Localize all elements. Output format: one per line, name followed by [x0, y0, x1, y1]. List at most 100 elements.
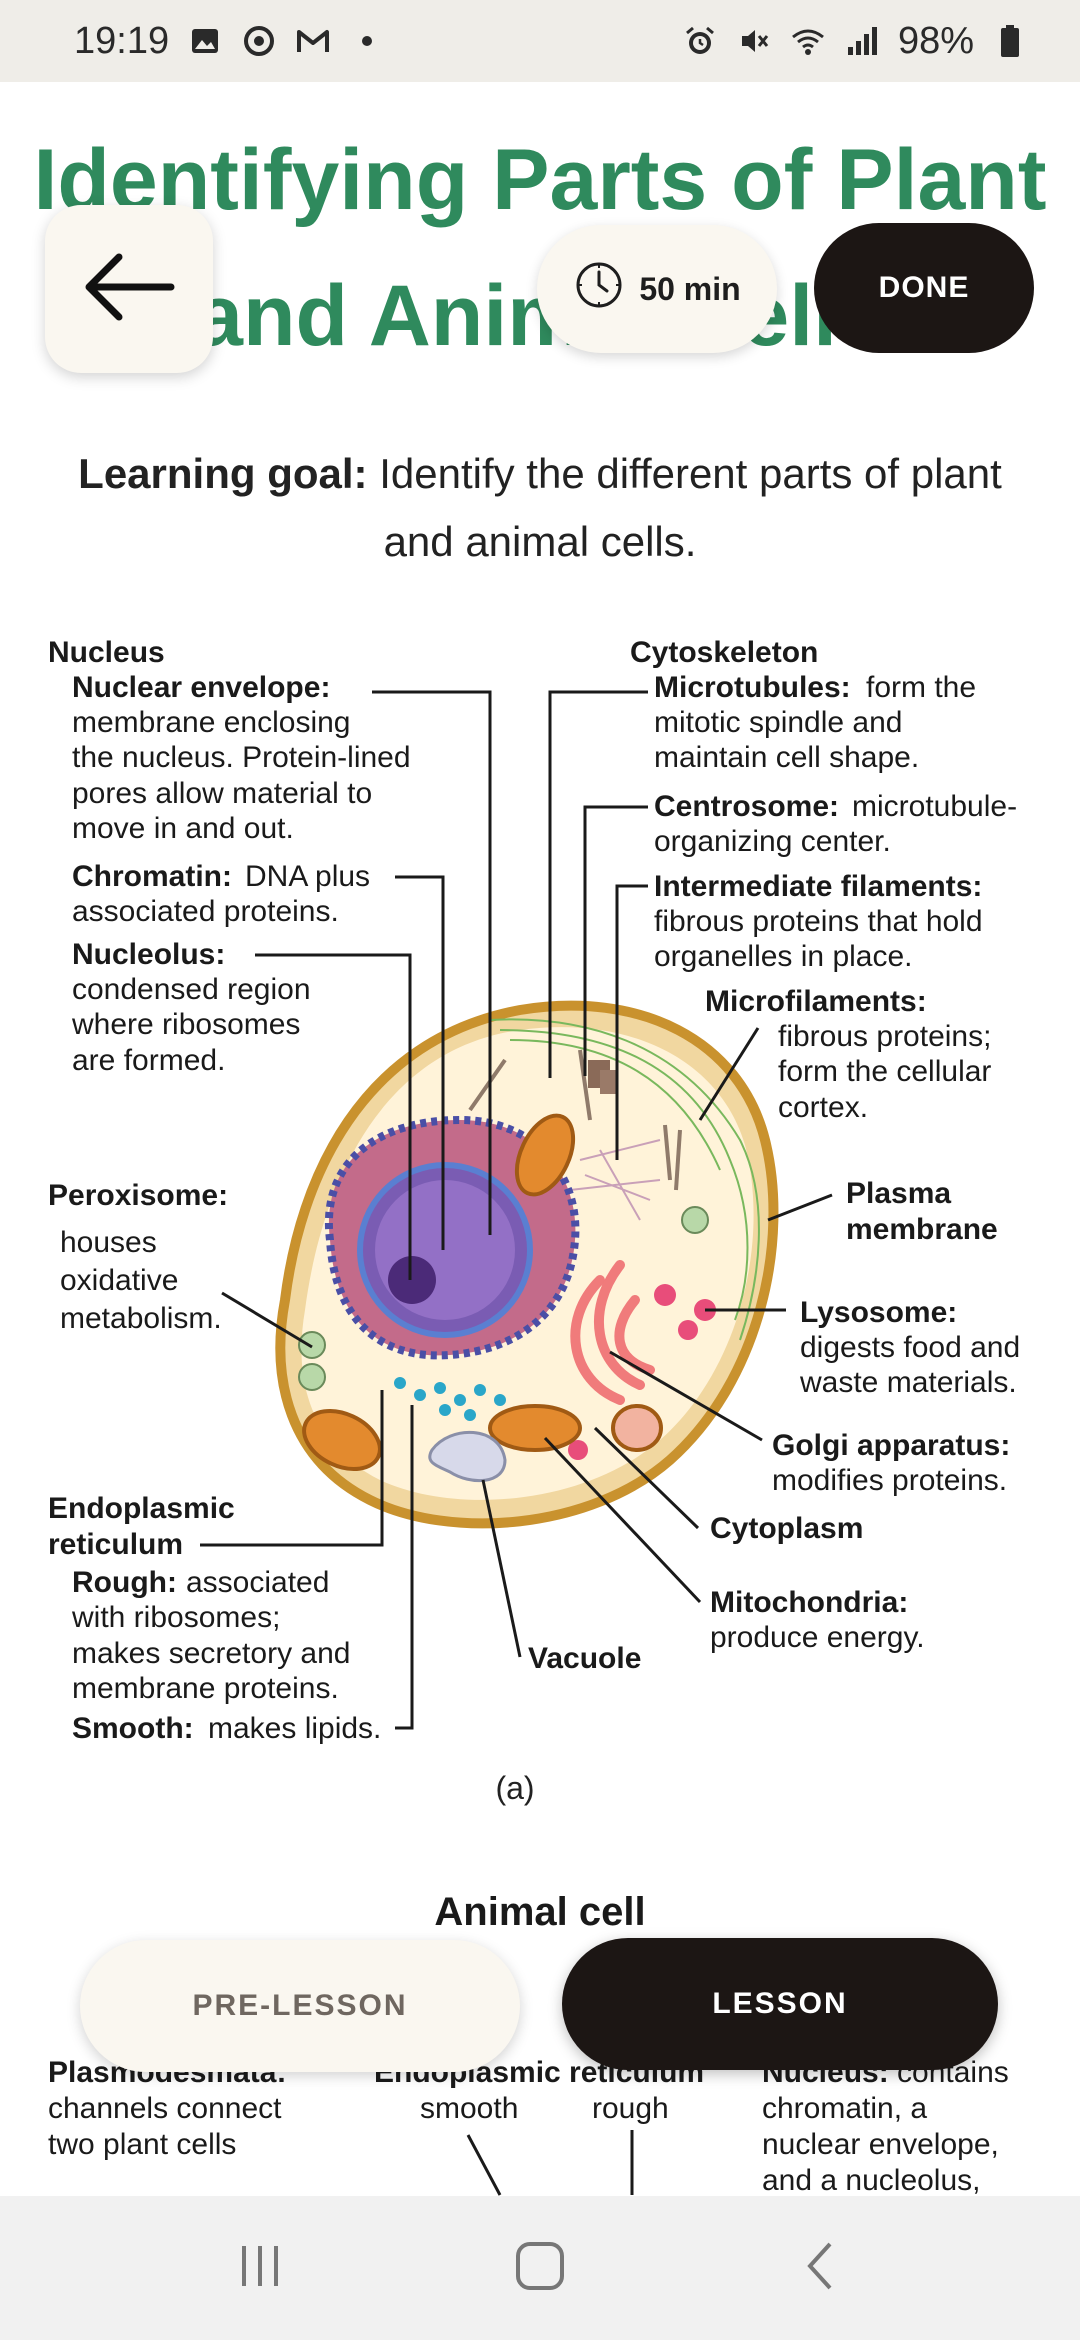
timer-pill[interactable]: 50 min	[537, 225, 777, 353]
golgi-drawing	[570, 1260, 655, 1405]
cytoskeleton-drawing	[468, 1049, 682, 1191]
label-nuclear-envelope-line: the nucleus. Protein-lined	[72, 741, 411, 774]
status-time: 19:19	[74, 19, 170, 62]
label-smooth-title: Smooth:	[72, 1712, 194, 1745]
label-microfilaments-title: Microfilaments:	[705, 985, 927, 1018]
label-vacuole: Vacuole	[528, 1642, 641, 1675]
label-nucleus-2-line: and a nucleolus,	[762, 2164, 981, 2197]
centrosome-drawing	[588, 1060, 616, 1094]
peroxisome-drawing	[298, 1206, 709, 1391]
back-button[interactable]	[45, 205, 213, 373]
mute-icon	[736, 23, 772, 59]
battery-icon	[992, 23, 1028, 59]
label-lysosome-title: Lysosome:	[800, 1296, 957, 1329]
back-nav-button[interactable]	[775, 2223, 865, 2313]
label-chromatin-line: associated proteins.	[72, 895, 339, 928]
vacuole-drawing	[428, 1430, 507, 1483]
label-er-rough: rough	[592, 2092, 669, 2125]
label-microtubules-line: mitotic spindle and	[654, 706, 902, 739]
recent-apps-icon	[235, 2241, 285, 2296]
home-icon	[513, 2239, 567, 2298]
gallery-icon	[187, 23, 223, 59]
label-cytoskeleton: Cytoskeleton	[630, 636, 818, 669]
label-microfilaments-line: fibrous proteins;	[778, 1020, 991, 1053]
intermediate-filaments-drawing	[569, 1139, 661, 1221]
label-microtubules-line: form the	[866, 671, 976, 704]
smooth-er-drawing	[394, 1377, 506, 1421]
learning-goal-label: Learning goal:	[78, 450, 368, 497]
label-chromatin-title: Chromatin:	[72, 860, 232, 893]
label-nuclear-envelope-line: membrane enclosing	[72, 706, 350, 739]
label-nucleolus-title: Nucleolus:	[72, 938, 225, 971]
arrow-left-icon	[79, 247, 179, 332]
label-plasma-membrane: membrane	[846, 1213, 998, 1246]
signal-icon	[844, 23, 880, 59]
label-centrosome-line: microtubule-	[852, 790, 1017, 823]
label-peroxisome-line: metabolism.	[60, 1302, 222, 1335]
done-button[interactable]: DONE	[814, 223, 1034, 353]
label-cytoplasm: Cytoplasm	[710, 1512, 863, 1545]
label-centrosome-title: Centrosome:	[654, 790, 839, 823]
label-rough-line: associated	[186, 1566, 329, 1599]
label-nucleus: Nucleus	[48, 636, 165, 669]
timer-label: 50 min	[639, 270, 741, 307]
label-chromatin-line: DNA plus	[245, 860, 370, 893]
label-plasmodesmata-line: two plant cells	[48, 2128, 237, 2161]
status-bar: 19:19 98%	[0, 0, 1080, 82]
label-microfilaments-line: form the cellular	[778, 1055, 991, 1088]
label-nucleus-2-line: chromatin, a	[762, 2092, 928, 2125]
navigation-bar	[0, 2196, 1080, 2340]
home-button[interactable]	[495, 2223, 585, 2313]
label-intermediate-line: fibrous proteins that hold	[654, 905, 983, 938]
status-bar-right: 98%	[682, 20, 1028, 63]
label-er-smooth: smooth	[420, 2092, 519, 2125]
label-intermediate-line: organelles in place.	[654, 940, 913, 973]
browser-icon	[241, 23, 277, 59]
label-rough-line: membrane proteins.	[72, 1672, 339, 1705]
label-peroxisome-line: houses	[60, 1226, 157, 1259]
diagram-caption: (a)	[495, 1770, 535, 1806]
microfilaments-drawing	[489, 1018, 760, 1341]
dot-icon	[349, 23, 385, 59]
animal-cell-diagram: Nucleus Nuclear envelope: membrane enclo…	[48, 636, 1020, 1745]
label-nucleolus-line: are formed.	[72, 1044, 225, 1077]
label-lysosome-line: waste materials.	[799, 1366, 1017, 1399]
label-nuclear-envelope-title: Nuclear envelope:	[72, 671, 330, 704]
label-nucleolus-line: where ribosomes	[71, 1008, 300, 1041]
battery-percent: 98%	[897, 19, 974, 62]
label-nucleus-2-line: nuclear envelope,	[762, 2128, 999, 2161]
label-nuclear-envelope-line: move in and out.	[72, 812, 294, 845]
wifi-icon	[790, 23, 826, 59]
plant-cell-diagram-partial: Plasmodesmata: channels connect two plan…	[0, 2050, 1080, 2200]
label-rough-line: with ribosomes;	[71, 1601, 280, 1634]
label-microfilaments-line: cortex.	[778, 1091, 868, 1124]
label-rough-line: makes secretory and	[72, 1637, 350, 1670]
label-centrosome-line: organizing center.	[654, 825, 891, 858]
recent-apps-button[interactable]	[215, 2223, 305, 2313]
status-bar-left: 19:19	[74, 20, 385, 63]
label-peroxisome-line: oxidative	[60, 1264, 178, 1297]
label-er-title: reticulum	[48, 1528, 183, 1561]
label-er-title: Endoplasmic	[48, 1492, 235, 1525]
pre-lesson-button[interactable]: PRE-LESSON	[80, 1940, 520, 2072]
label-golgi-line: modifies proteins.	[772, 1464, 1007, 1497]
label-mitochondria-title: Mitochondria:	[710, 1586, 908, 1619]
learning-goal-text: Identify the different parts of plant an…	[379, 450, 1002, 565]
label-smooth-line: makes lipids.	[208, 1712, 381, 1745]
learning-goal: Learning goal: Identify the different pa…	[40, 440, 1040, 576]
label-microtubules-title: Microtubules:	[654, 671, 851, 704]
label-rough-title: Rough:	[72, 1566, 177, 1599]
leader-lines-2	[466, 2130, 634, 2196]
label-plasma-membrane: Plasma	[846, 1177, 951, 1210]
label-lysosome-line: digests food and	[800, 1331, 1020, 1364]
mitochondria-drawing	[302, 1113, 663, 1472]
label-intermediate-title: Intermediate filaments:	[654, 870, 982, 903]
nucleus-drawing	[357, 1162, 533, 1338]
clock-icon	[573, 259, 625, 319]
lesson-button[interactable]: LESSON	[562, 1938, 998, 2070]
section-title: Animal cell	[434, 1890, 646, 1934]
chevron-left-icon	[800, 2239, 840, 2298]
label-nuclear-envelope-line: pores allow material to	[72, 777, 372, 810]
label-mitochondria-line: produce energy.	[710, 1621, 925, 1654]
label-microtubules-line: maintain cell shape.	[654, 741, 919, 774]
